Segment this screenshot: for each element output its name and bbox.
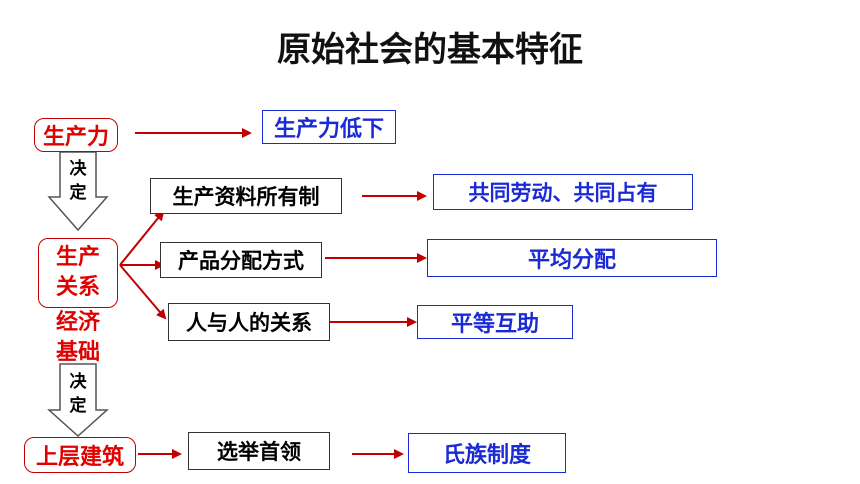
down-arrow-2	[47, 363, 109, 438]
low-productivity-box: 生产力低下	[262, 110, 396, 144]
superstructure-box: 上层建筑	[24, 437, 136, 473]
equal-distribution-box: 平均分配	[427, 239, 717, 277]
ownership-box: 生产资料所有制	[150, 178, 342, 214]
productive-forces-box: 生产力	[34, 118, 118, 152]
down-arrow-1	[47, 151, 109, 232]
productive-forces-label: 生产力	[42, 125, 109, 150]
relations-box: 人与人的关系	[168, 303, 330, 341]
equality-box: 平等互助	[417, 305, 573, 339]
page-title: 原始社会的基本特征	[277, 30, 583, 70]
superstructure-label: 上层建筑	[35, 445, 124, 470]
arrow-fan-relations	[119, 264, 167, 320]
election-box: 选举首领	[188, 432, 330, 470]
decides-label-1: 决 定	[69, 159, 87, 203]
clan-system-box: 氏族制度	[408, 433, 566, 473]
relations-of-production-box: 生产 关系	[38, 238, 118, 308]
decides-label-2: 决 定	[69, 372, 87, 416]
economic-base-label: 经济 基础	[55, 310, 100, 365]
common-labor-box: 共同劳动、共同占有	[433, 174, 693, 210]
distribution-box: 产品分配方式	[160, 242, 322, 278]
arrow-fan-ownership	[119, 210, 165, 266]
